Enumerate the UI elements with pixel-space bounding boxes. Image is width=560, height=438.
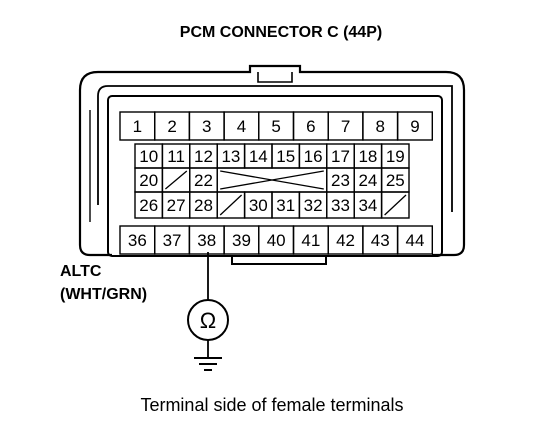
ohmmeter-icon: Ω [187,299,229,341]
terminal-2: 2 [167,117,176,136]
terminal-10: 10 [139,147,158,166]
terminal-41: 41 [301,231,320,250]
terminal-32: 32 [304,196,323,215]
terminal-31: 31 [276,196,295,215]
terminal-16: 16 [304,147,323,166]
terminal-36: 36 [128,231,147,250]
signal-name: ALTC [60,263,102,280]
terminal-39: 39 [232,231,251,250]
terminal-1: 1 [133,117,142,136]
terminal-26: 26 [139,196,158,215]
terminal-blank-r3c2-unused-mark [164,170,188,190]
wire-color: (WHT/GRN) [60,286,147,303]
terminal-9: 9 [410,117,419,136]
terminal-43: 43 [371,231,390,250]
connector-housing [78,64,466,265]
terminal-18: 18 [358,147,377,166]
terminal-24: 24 [358,171,377,190]
terminal-22: 22 [194,171,213,190]
terminal-37: 37 [163,231,182,250]
terminal-3: 3 [202,117,211,136]
terminal-19: 19 [386,147,405,166]
terminal-44: 44 [405,231,424,250]
diagram-title: PCM CONNECTOR C (44P) [180,24,382,41]
terminal-blank-r4c10-cell [380,191,410,219]
terminal-13: 13 [221,147,240,166]
terminal-blank-r4c10-unused-mark [384,194,407,216]
terminal-20: 20 [139,171,158,190]
terminal-9-cell [396,111,434,141]
terminal-4: 4 [237,117,246,136]
terminal-14: 14 [249,147,268,166]
terminal-8: 8 [376,117,385,136]
terminal-6: 6 [306,117,315,136]
terminal-30: 30 [249,196,268,215]
terminal-40: 40 [267,231,286,250]
unused-block-cell [216,167,328,193]
terminal-5: 5 [271,117,280,136]
terminal-42: 42 [336,231,355,250]
terminal-27: 27 [167,196,186,215]
terminal-23: 23 [331,171,350,190]
terminal-7: 7 [341,117,350,136]
terminal-17: 17 [331,147,350,166]
terminal-28: 28 [194,196,213,215]
terminal-15: 15 [276,147,295,166]
ground-symbol-icon [194,357,222,371]
terminal-33: 33 [331,196,350,215]
terminal-11: 11 [167,147,185,166]
terminal-blank-r4c4-unused-mark [219,194,243,216]
unused-block-cross-b [220,170,324,190]
ohm-symbol: Ω [200,308,216,333]
terminal-12: 12 [194,147,213,166]
diagram-caption: Terminal side of female terminals [140,395,403,415]
terminal-34: 34 [358,196,377,215]
terminal-25: 25 [386,171,405,190]
terminal-44-cell [396,225,434,255]
terminal-38: 38 [197,231,216,250]
